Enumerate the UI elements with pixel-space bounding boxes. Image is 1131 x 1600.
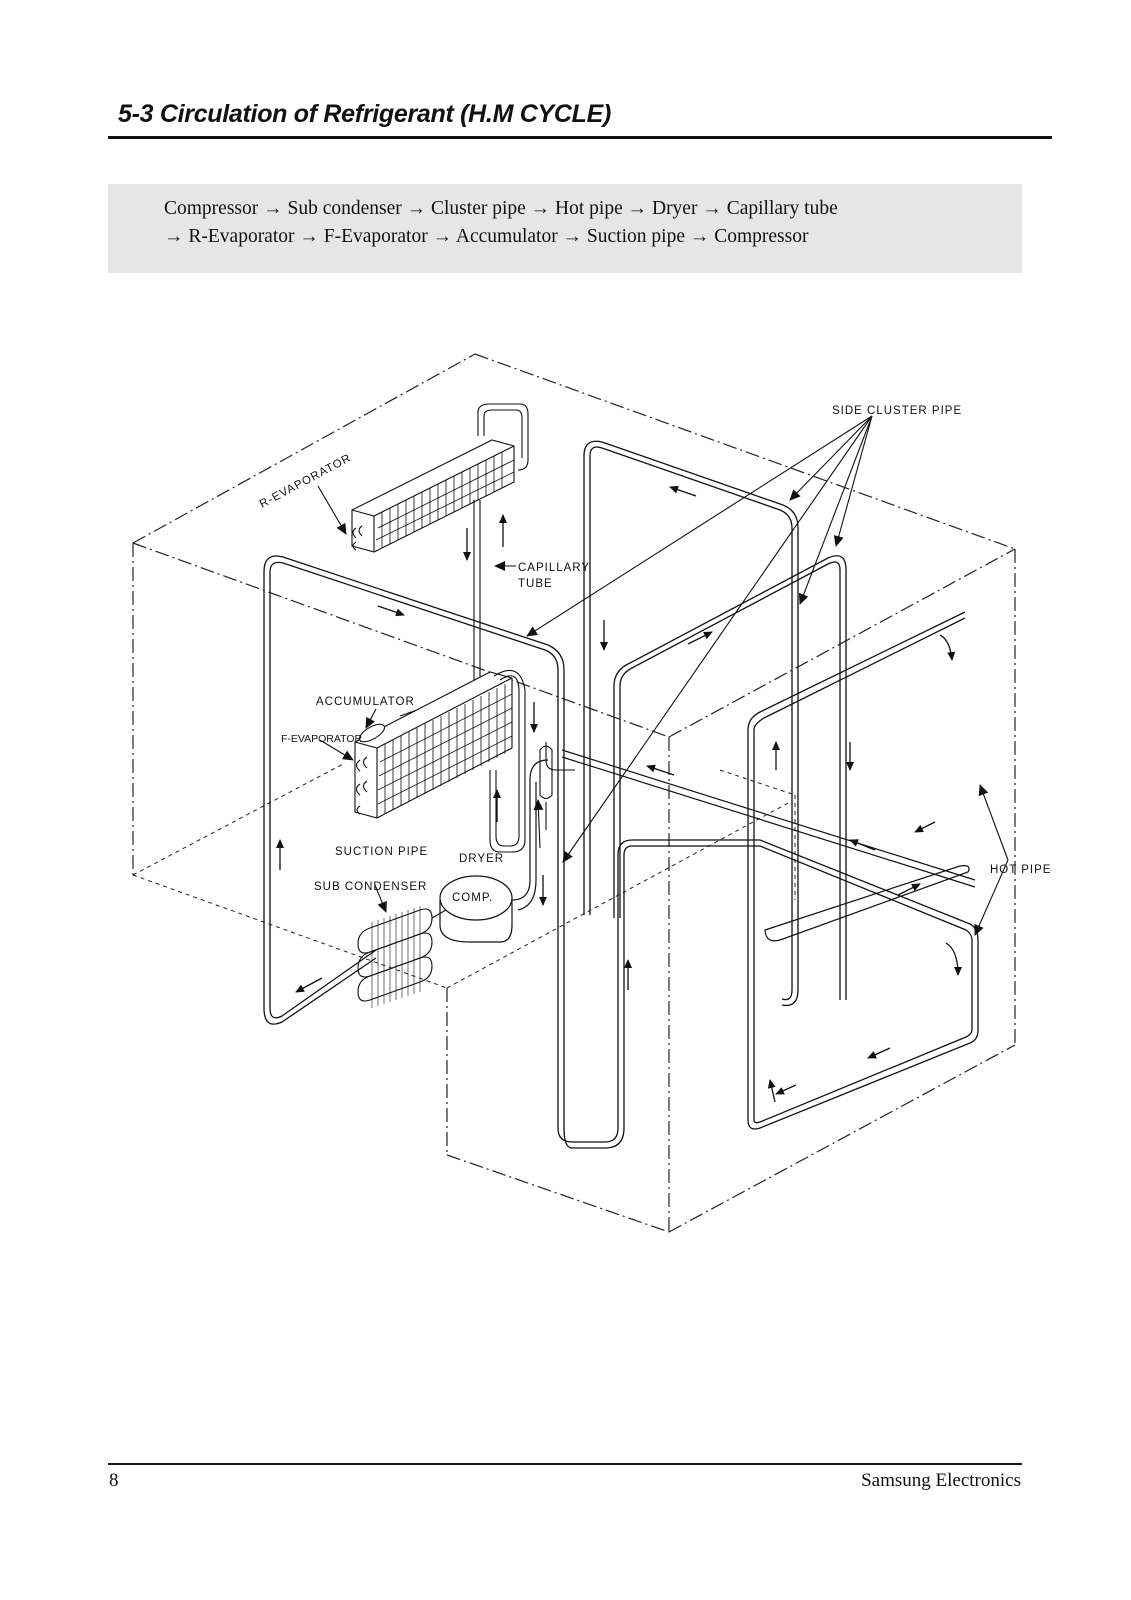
cabinet-outline [132,353,1016,1233]
page-number: 8 [109,1470,119,1491]
cross-pipes [561,749,976,942]
label-f-evaporator: F-EVAPORATOR [281,733,363,745]
page-title: 5-3 Circulation of Refrigerant (H.M CYCL… [118,100,611,128]
flow-line-1: Compressor → Sub condenser → Cluster pip… [164,198,838,219]
footer-rule [108,1463,1022,1465]
label-capillary: CAPILLARY [518,562,590,574]
left-condenser-pipe [263,555,979,1149]
compartment-divider [132,762,796,989]
label-sub-condenser: SUB CONDENSER [314,881,427,893]
label-hot-pipe: HOT PIPE [990,864,1051,876]
compressor [439,759,549,943]
label-dryer: DRYER [459,853,504,865]
publisher-name: Samsung Electronics [861,1470,1021,1491]
title-rule [108,136,1052,139]
label-r-evaporator: R-EVAPORATOR [258,452,354,511]
label-suction-pipe: SUCTION PIPE [335,846,428,858]
sub-condenser [357,906,447,1008]
flow-arrows [276,485,962,1103]
label-comp: COMP. [452,892,493,904]
f-evaporator [354,669,526,853]
refrigerant-flow-box: Compressor → Sub condenser → Cluster pip… [108,184,1022,273]
side-cluster-pipe [583,440,847,1007]
leader-lines [317,415,1009,936]
r-evaporator [351,403,529,553]
flow-line-2: → R-Evaporator → F-Evaporator → Accumula… [164,226,809,247]
label-side-cluster-pipe: SIDE CLUSTER PIPE [832,405,962,417]
label-accumulator: ACCUMULATOR [316,696,415,708]
label-tube: TUBE [518,578,553,590]
